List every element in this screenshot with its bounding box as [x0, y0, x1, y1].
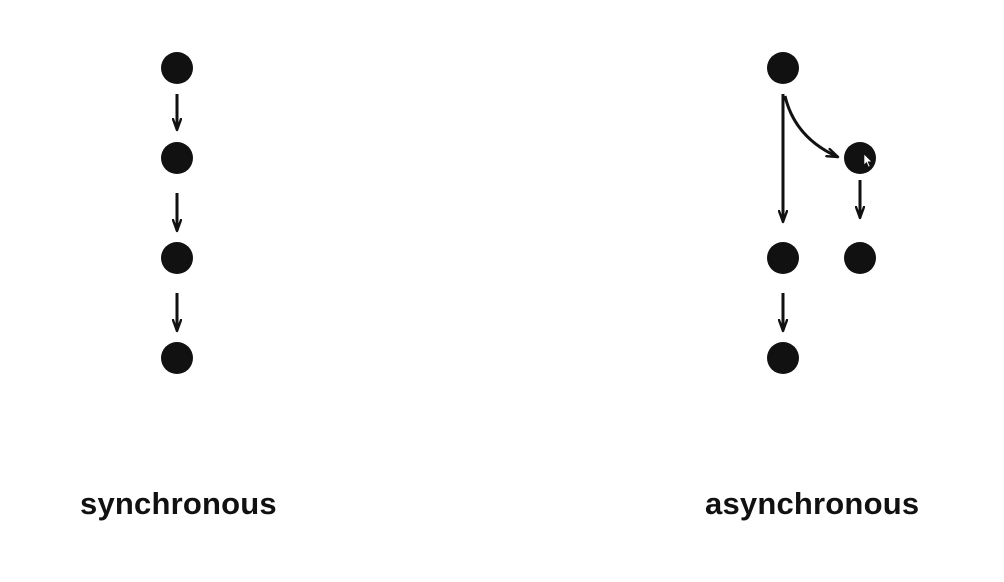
mouse-pointer-icon [863, 153, 873, 168]
synchronous-label: synchronous [80, 486, 277, 521]
asynchronous-label: asynchronous [705, 486, 920, 521]
async-node-branch [844, 142, 876, 174]
async-node-main-3 [767, 342, 799, 374]
asynchronous-diagram [767, 52, 876, 374]
sync-node-4 [161, 342, 193, 374]
synchronous-diagram [161, 52, 193, 374]
async-node-branch-2 [844, 242, 876, 274]
sync-node-1 [161, 52, 193, 84]
sync-node-2 [161, 142, 193, 174]
async-node-main-2 [767, 242, 799, 274]
sync-node-3 [161, 242, 193, 274]
async-arrow-branch-curve [783, 95, 838, 159]
async-node-start [767, 52, 799, 84]
